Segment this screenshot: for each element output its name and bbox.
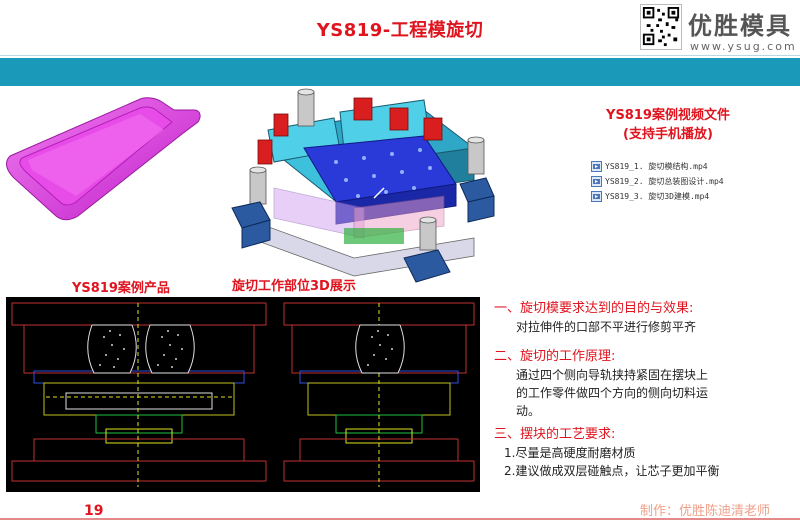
section-2-text-line1: 通过四个侧向导轨挟持紧固在摆块上 (516, 368, 709, 382)
video-file-name: YS819_3. 旋切3D建模.mp4 (605, 191, 710, 201)
page-number: 19 (84, 503, 104, 519)
brand-logo: 优胜模具 www.ysug.com (640, 4, 795, 56)
video-file-item[interactable]: YS819_3. 旋切3D建模.mp4 (591, 189, 724, 203)
section-3-item-1: 1.尽量是高硬度耐磨材质 (504, 446, 636, 460)
video-file-icon (591, 160, 602, 172)
page-title: YS819-工程模旋切 (316, 20, 484, 41)
section-2-text-line3: 动。 (516, 404, 541, 418)
section-2-title: 二、旋切的工作原理: (494, 349, 616, 364)
process-notes: 一、旋切模要求达到的目的与效果: 对拉伸件的口部不平进行修剪平齐 二、旋切的工作… (494, 300, 798, 480)
section-3-item-2: 2.建议做成双层碰触点，让芯子更加平衡 (504, 464, 720, 478)
section-3-title: 三、摆块的工艺要求: (494, 427, 616, 442)
section-2-text-line2: 的工作零件做四个方向的侧向切料运 (516, 386, 709, 400)
cad-drawing (6, 297, 480, 492)
video-file-item[interactable]: YS819_1. 旋切模结构.mp4 (591, 159, 724, 173)
header-band (0, 58, 800, 86)
video-title-line1: YS819案例视频文件 (606, 108, 730, 123)
brand-name: 优胜模具 (688, 11, 792, 40)
brand-url: www.ysug.com (690, 40, 797, 53)
video-file-icon (591, 190, 602, 202)
section-1-title: 一、旋切模要求达到的目的与效果: (494, 301, 694, 316)
qr-code-icon (640, 4, 682, 50)
video-file-list: YS819_1. 旋切模结构.mp4 YS819_2. 旋切总装图设计.mp4 … (591, 159, 724, 204)
section-1-text: 对拉伸件的口部不平进行修剪平齐 (516, 320, 697, 334)
product-caption: YS819案例产品 (72, 281, 170, 296)
video-title-line2: (支持手机播放) (623, 127, 713, 142)
header-divider (0, 55, 800, 56)
product-image (6, 97, 201, 221)
footer-divider (0, 518, 800, 520)
author-credit: 制作：优胜陈迪清老师 (640, 504, 771, 519)
video-file-item[interactable]: YS819_2. 旋切总装图设计.mp4 (591, 174, 724, 188)
video-file-name: YS819_1. 旋切模结构.mp4 (605, 161, 708, 171)
video-file-name: YS819_2. 旋切总装图设计.mp4 (605, 176, 724, 186)
mold-3d-image (231, 88, 495, 283)
assembly-caption: 旋切工作部位3D展示 (232, 279, 356, 294)
video-section-title: YS819案例视频文件 (支持手机播放) (580, 106, 756, 144)
video-file-icon (591, 175, 602, 187)
